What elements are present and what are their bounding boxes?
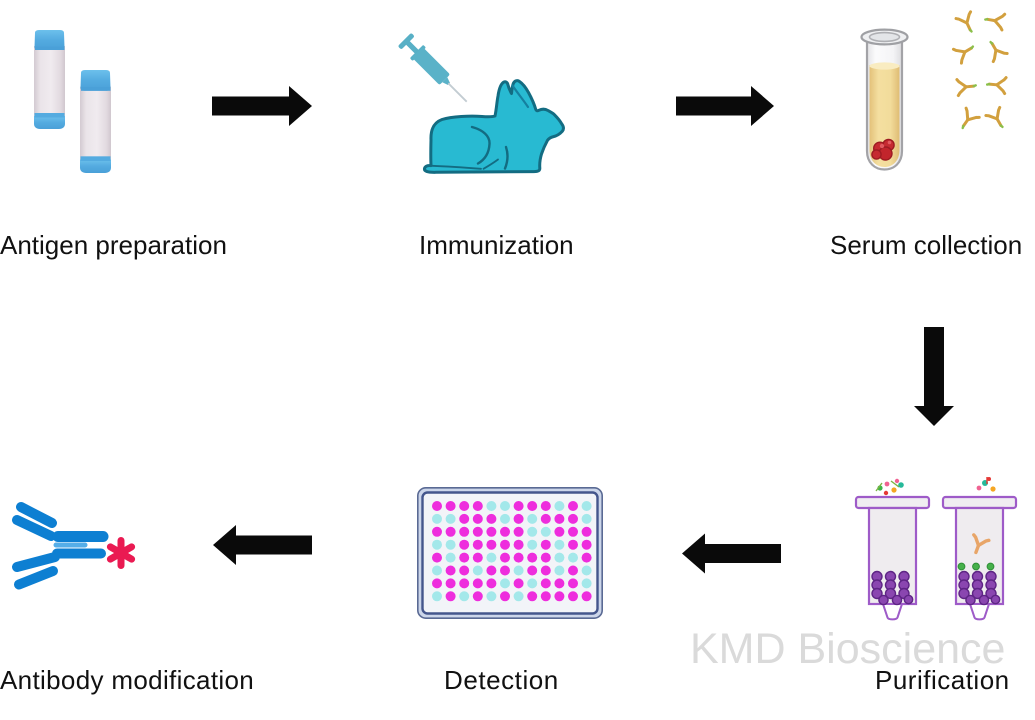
- svg-text:Antibody modification: Antibody modification: [0, 665, 254, 695]
- svg-text:KMD Bioscience: KMD Bioscience: [690, 625, 1005, 673]
- svg-text:Serum collection: Serum collection: [830, 230, 1022, 260]
- svg-text:Immunization: Immunization: [419, 230, 574, 260]
- svg-text:Detection: Detection: [444, 665, 559, 695]
- svg-text:Purification: Purification: [875, 665, 1010, 695]
- svg-text:Antigen preparation: Antigen preparation: [0, 230, 227, 260]
